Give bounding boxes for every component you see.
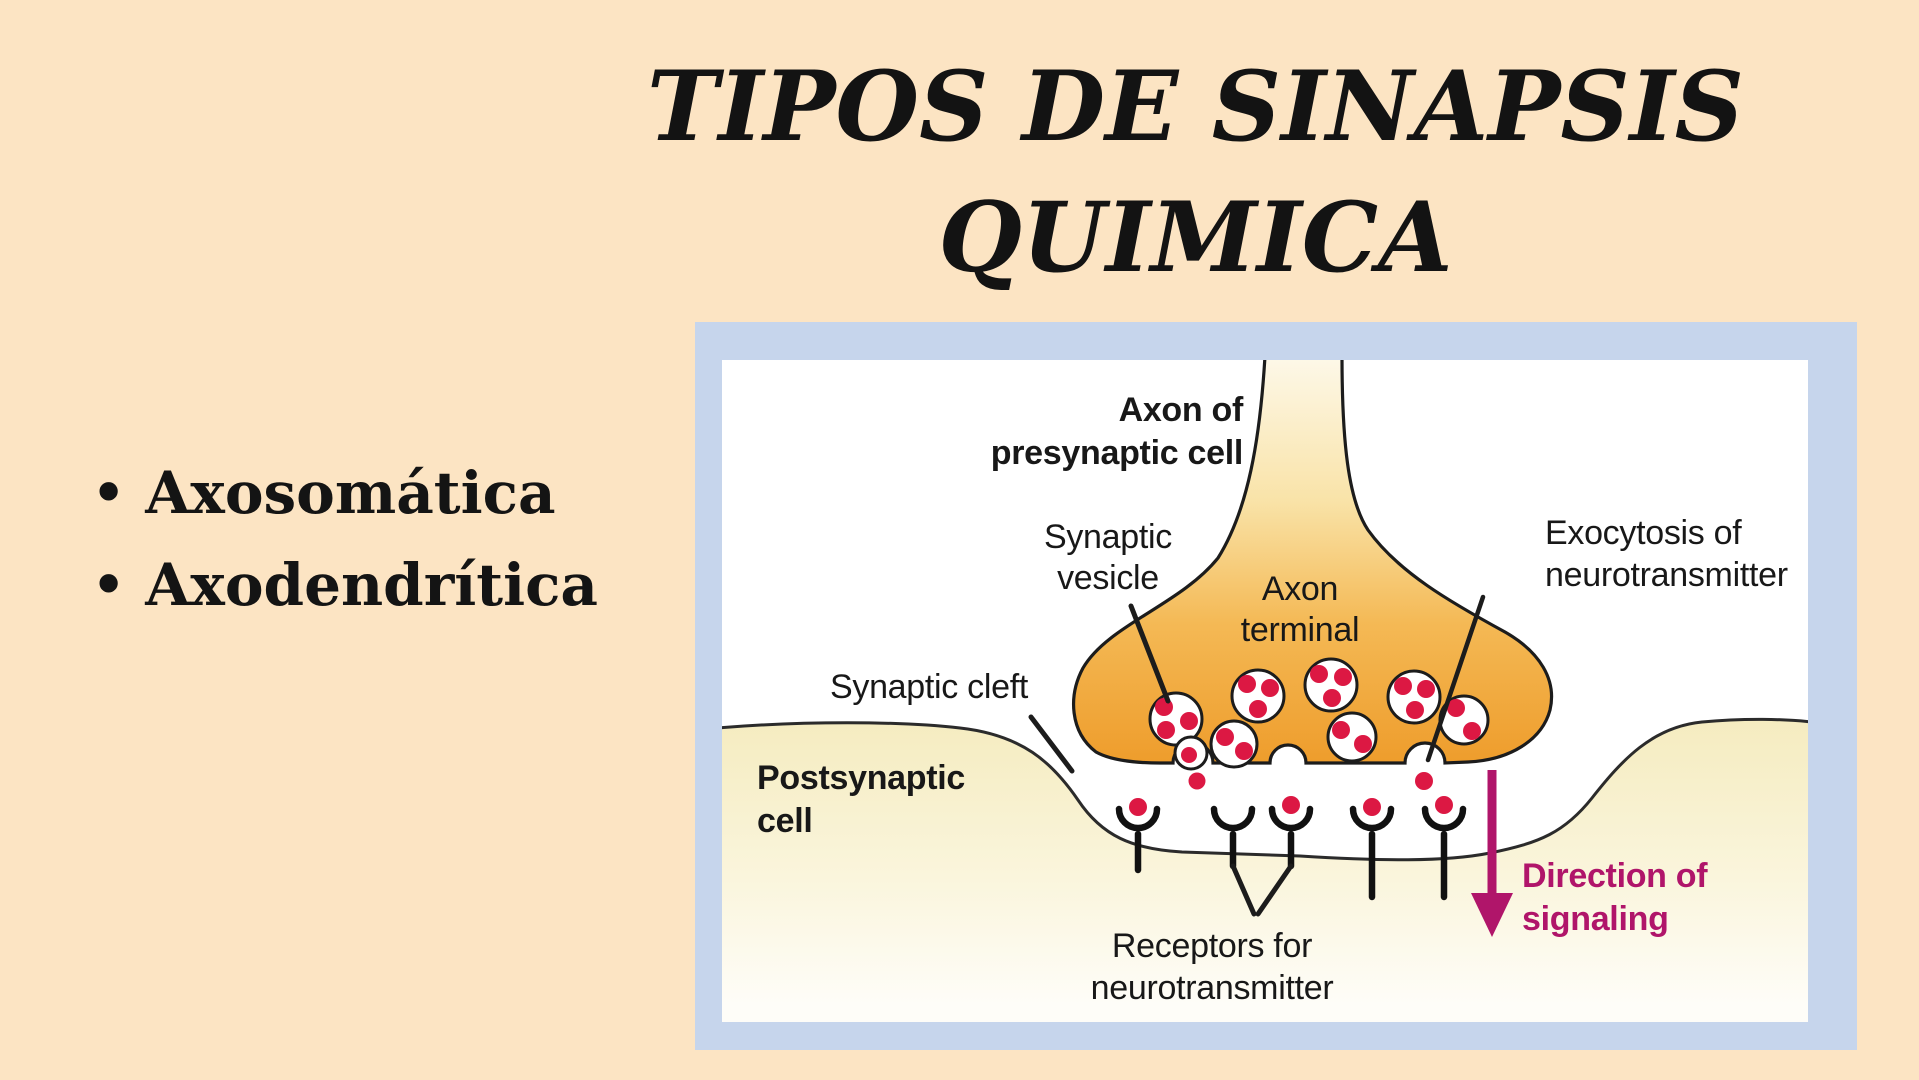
synapse-diagram-figure: Axon of presynaptic cell Synaptic vesicl…: [695, 322, 1857, 1050]
receptors-pointer-v: [1230, 863, 1257, 917]
synaptic-vesicle: [1326, 711, 1378, 763]
receptor: [1349, 805, 1395, 901]
label-synaptic-cleft: Synaptic cleft: [830, 668, 1029, 706]
cleft-pointer-line: [1028, 714, 1075, 774]
label-direction-of-signaling: signaling: [1522, 900, 1669, 938]
released-neurotransmitter-dot: [1415, 772, 1433, 790]
receptor: [1268, 805, 1314, 870]
label-receptors: neurotransmitter: [1091, 969, 1334, 1007]
label-axon-terminal: terminal: [1241, 611, 1360, 649]
slide-title-line1: TIPOS DE SINAPSIS: [647, 50, 1744, 163]
bullet-dot-icon: •: [92, 554, 126, 616]
label-synaptic-vesicle: vesicle: [1057, 559, 1159, 597]
label-axon-terminal: Axon: [1262, 570, 1338, 608]
postsynaptic-cell-shape: [722, 717, 1808, 1022]
receptors: [1115, 805, 1467, 901]
label-postsynaptic-cell: cell: [757, 802, 813, 840]
bullet-label: Axosomática: [145, 459, 556, 527]
released-neurotransmitter-dot: [1188, 772, 1206, 790]
exocytosis-pointer-line: [1425, 594, 1486, 763]
receptors-pointer-v: [1255, 863, 1294, 917]
slide-title: TIPOS DE SINAPSIS QUIMICA: [480, 42, 1911, 303]
label-exocytosis: Exocytosis of: [1545, 514, 1742, 552]
label-exocytosis: neurotransmitter: [1545, 556, 1788, 594]
bullet-dot-icon: •: [92, 463, 126, 524]
synapse-diagram-svg: Axon of presynaptic cell Synaptic vesicl…: [695, 322, 1857, 1050]
receptor: [1421, 805, 1467, 901]
neurotransmitter-dots: [1129, 665, 1481, 816]
label-synaptic-vesicle: Synaptic: [1044, 518, 1172, 556]
receptor: [1115, 805, 1161, 874]
synaptic-vesicle: [1209, 719, 1259, 769]
label-axon-of-presynaptic-cell: presynaptic cell: [991, 434, 1243, 472]
presynaptic-axon-terminal: [1072, 360, 1554, 765]
vesicle-pointer-line: [1128, 603, 1171, 704]
slide-title-line2: QUIMICA: [938, 180, 1453, 294]
receptor: [1210, 805, 1256, 870]
label-pointer-lines: [1028, 594, 1486, 917]
bullet-list: • Axosomática • Axodendrítica: [92, 448, 598, 631]
label-receptors: Receptors for: [1112, 927, 1312, 965]
label-direction-of-signaling: Direction of: [1522, 857, 1708, 895]
postsynaptic-membrane: [722, 717, 1808, 862]
label-axon-of-presynaptic-cell: Axon of: [1119, 391, 1244, 429]
label-postsynaptic-cell: Postsynaptic: [757, 759, 965, 797]
bullet-item-axodendritica: • Axodendrítica: [92, 540, 598, 632]
direction-arrow-icon: [1471, 770, 1513, 937]
bullet-label: Axodendrítica: [145, 550, 599, 619]
bullet-item-axosomatica: • Axosomática: [92, 448, 598, 540]
